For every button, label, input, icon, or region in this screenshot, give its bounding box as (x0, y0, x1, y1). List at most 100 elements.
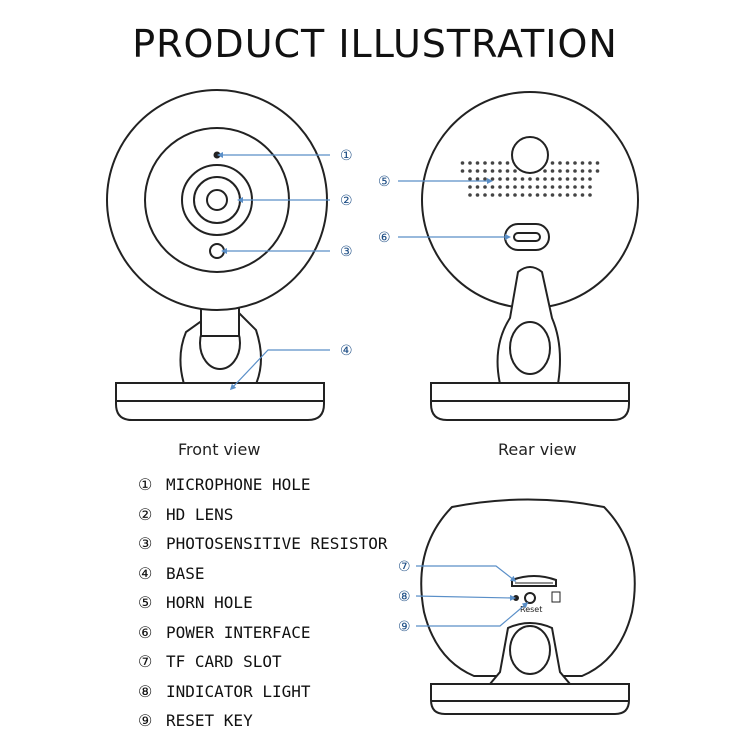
horn-hole-dot (550, 185, 555, 189)
horn-hole-dot (490, 185, 495, 189)
hd-lens-core (206, 189, 228, 211)
legend-label: PHOTOSENSITIVE RESISTOR (166, 534, 388, 553)
horn-hole-dot (505, 177, 510, 181)
rear-top-knob (511, 136, 549, 174)
horn-hole-dot (543, 193, 547, 197)
legend-label: HORN HOLE (166, 593, 253, 612)
horn-hole-dot (573, 169, 577, 173)
horn-hole-dot (505, 169, 510, 173)
horn-hole-dot (543, 185, 547, 189)
horn-hole-dot (528, 185, 532, 189)
horn-hole-dot (475, 177, 480, 181)
horn-hole-dot (520, 177, 525, 181)
horn-hole-dot (535, 193, 540, 197)
horn-hole-dot (528, 193, 532, 197)
horn-hole-dot (595, 161, 600, 165)
horn-hole-dot (573, 185, 577, 189)
legend-label: HD LENS (166, 504, 234, 524)
rear-stand-joint (509, 321, 551, 375)
horn-hole-dot (475, 193, 480, 197)
horn-hole-dot (498, 161, 502, 165)
horn-hole-dot (550, 161, 555, 165)
legend-label: INDICATOR LIGHT (166, 681, 311, 701)
horn-hole-dot (558, 169, 562, 173)
horn-hole-dot (483, 185, 487, 189)
horn-hole-dot (558, 193, 562, 197)
horn-hole-dot (513, 169, 517, 173)
horn-hole-dot (565, 185, 570, 189)
bottom-base (430, 683, 630, 715)
horn-hole-dot (505, 193, 510, 197)
legend-number: ⑨ (138, 711, 153, 730)
horn-hole-dot (490, 169, 495, 173)
legend-number: ⑦ (138, 652, 153, 671)
horn-hole-dot (468, 193, 472, 197)
horn-hole-dot (550, 193, 555, 197)
horn-hole-dot (490, 161, 495, 165)
horn-hole-dot (498, 185, 502, 189)
horn-hole-dot (588, 161, 592, 165)
horn-hole-dot (573, 193, 577, 197)
legend-item: ⑧ INDICATOR LIGHT (138, 677, 388, 707)
horn-hole-dot (550, 169, 555, 173)
horn-hole-dot (580, 193, 585, 197)
horn-hole-dot (520, 185, 525, 189)
front-leader-lines (217, 152, 330, 391)
rear-leader-lines (398, 178, 511, 240)
horn-hole-dot (468, 177, 472, 181)
horn-hole-dot (588, 177, 592, 181)
horn-hole-dot (543, 177, 547, 181)
bottom-view-camera (420, 498, 636, 715)
horn-hole-dot (565, 161, 570, 165)
horn-hole-dot (483, 177, 487, 181)
horn-hole-dot (558, 161, 562, 165)
horn-hole-dot (475, 185, 480, 189)
bottom-leader-lines (415, 565, 529, 627)
horn-hole-dot (490, 193, 495, 197)
horn-hole-dot (565, 193, 570, 197)
bottom-stand-joint (509, 625, 551, 675)
horn-hole-dot (535, 177, 540, 181)
front-view-label: Front view (178, 440, 261, 459)
horn-hole-dot (588, 193, 592, 197)
horn-hole-dot (565, 169, 570, 173)
callout-2: ② (340, 193, 353, 209)
horn-hole-dot (468, 169, 472, 173)
callout-1: ① (340, 148, 353, 164)
horn-hole-dot (498, 193, 502, 197)
horn-hole-dot (483, 161, 487, 165)
rear-view-label: Rear view (498, 440, 577, 459)
legend-number: ③ (138, 534, 153, 553)
horn-hole-dot (588, 185, 592, 189)
horn-hole-dot (580, 161, 585, 165)
horn-hole-dot (475, 161, 480, 165)
horn-hole-dot (513, 193, 517, 197)
callout-8: ⑧ (398, 589, 411, 605)
horn-hole-dot (528, 177, 532, 181)
legend-number: ⑤ (138, 593, 153, 612)
legend-item: ③ PHOTOSENSITIVE RESISTOR (138, 529, 388, 559)
callout-3: ③ (340, 244, 353, 260)
horn-hole-dot (580, 169, 585, 173)
horn-hole-dot (498, 177, 502, 181)
horn-hole-dot (595, 169, 600, 173)
horn-hole-dot (550, 177, 555, 181)
photosensitive-resistor (209, 243, 225, 259)
front-callouts: ① ② ③ ④ (340, 148, 353, 359)
horn-hole-dot (468, 161, 472, 165)
bottom-callouts: ⑦ ⑧ ⑨ (398, 559, 411, 635)
horn-hole-dot (558, 177, 562, 181)
bottom-camera-shell (420, 498, 636, 677)
legend-number: ⑧ (138, 681, 153, 701)
tf-card-icon (551, 591, 561, 603)
legend-number: ⑥ (138, 622, 153, 642)
callout-7: ⑦ (398, 559, 411, 575)
rear-callouts: ⑤ ⑥ (378, 174, 391, 246)
horn-hole-dot (505, 161, 510, 165)
